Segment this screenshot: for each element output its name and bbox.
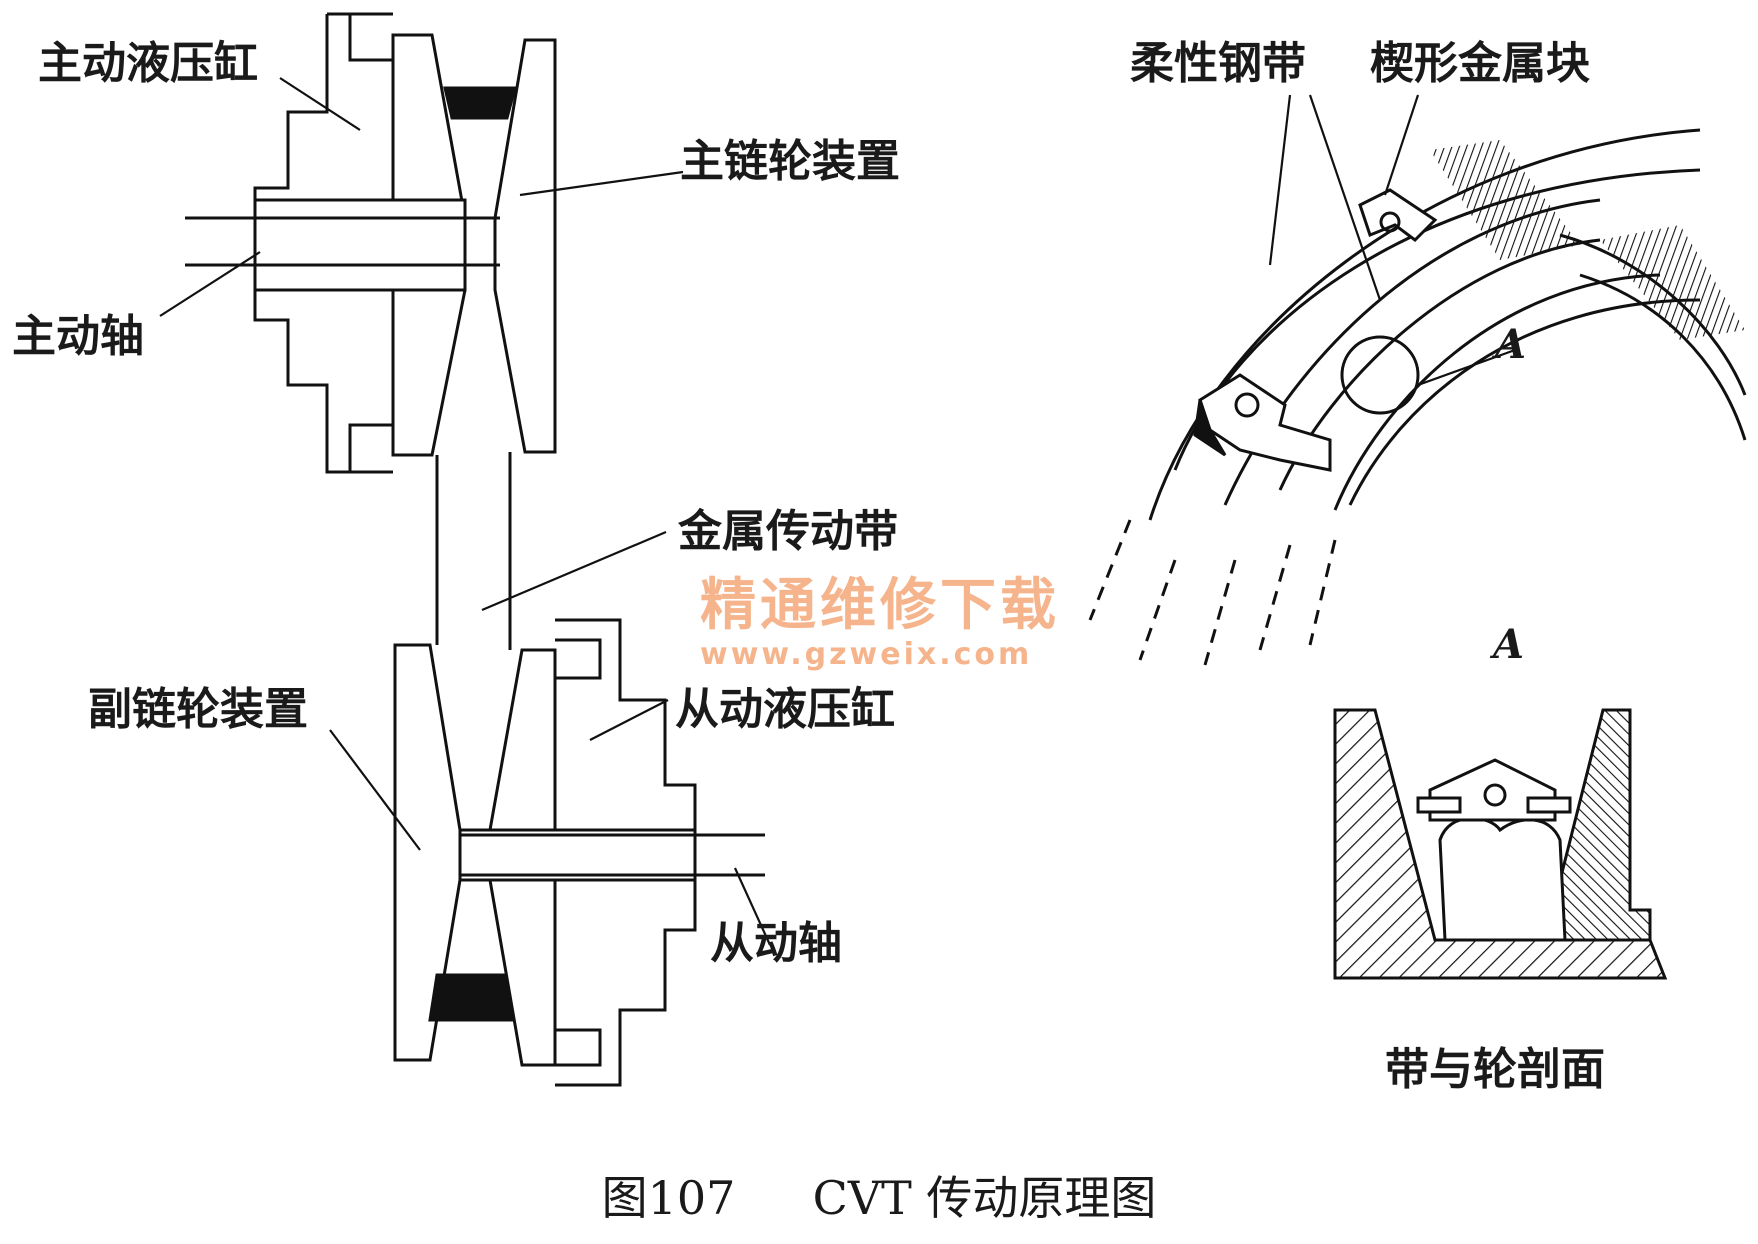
primary-pulley-assembly [185,12,557,474]
secondary-shaft [460,833,765,877]
watermark-name: 精通维修下载 [700,573,1060,638]
secondary-hub [458,828,697,882]
label-wedge-block: 楔形金属块 [1370,38,1590,89]
primary-cylinder-outline [253,12,393,474]
label-detail-title: A [1493,621,1525,668]
primary-hub [253,198,467,292]
label-detail-marker: A [1495,321,1527,368]
primary-fixed-sheave [493,38,557,454]
label-primary-cylinder: 主动液压缸 [38,38,258,89]
caption-title: CVT 传动原理图 [812,1171,1157,1225]
primary-belt-band [443,86,517,120]
label-section-title: 带与轮剖面 [1385,1044,1605,1095]
secondary-pulley-assembly [393,618,765,1087]
label-metal-belt: 金属传动带 [678,506,898,557]
label-primary-pulley: 主链轮装置 [680,136,900,187]
section-block [1438,816,1567,942]
label-secondary-shaft: 从动轴 [710,918,842,969]
metal-belt-run [435,452,512,650]
belt-detail-view [1088,94,1747,666]
primary-shaft [185,216,500,267]
watermark-url: www.gzweix.com [700,637,1033,672]
label-secondary-cylinder: 从动液压缸 [675,684,895,735]
leader-lines-left [159,77,772,946]
caption-figure-no: 图107 [601,1171,736,1225]
label-flexible-band: 柔性钢带 [1130,38,1306,89]
secondary-cylinder-outline [555,618,697,1087]
detail-circle-a [1340,335,1420,415]
wedge-block-drawing [1198,373,1332,472]
label-primary-shaft: 主动轴 [12,311,144,362]
secondary-belt-band [428,973,514,1022]
label-secondary-pulley: 副链轮装置 [88,684,308,735]
belt-pulley-section [1333,708,1668,980]
figure-caption: 图107 CVT 传动原理图 [0,1162,1758,1228]
